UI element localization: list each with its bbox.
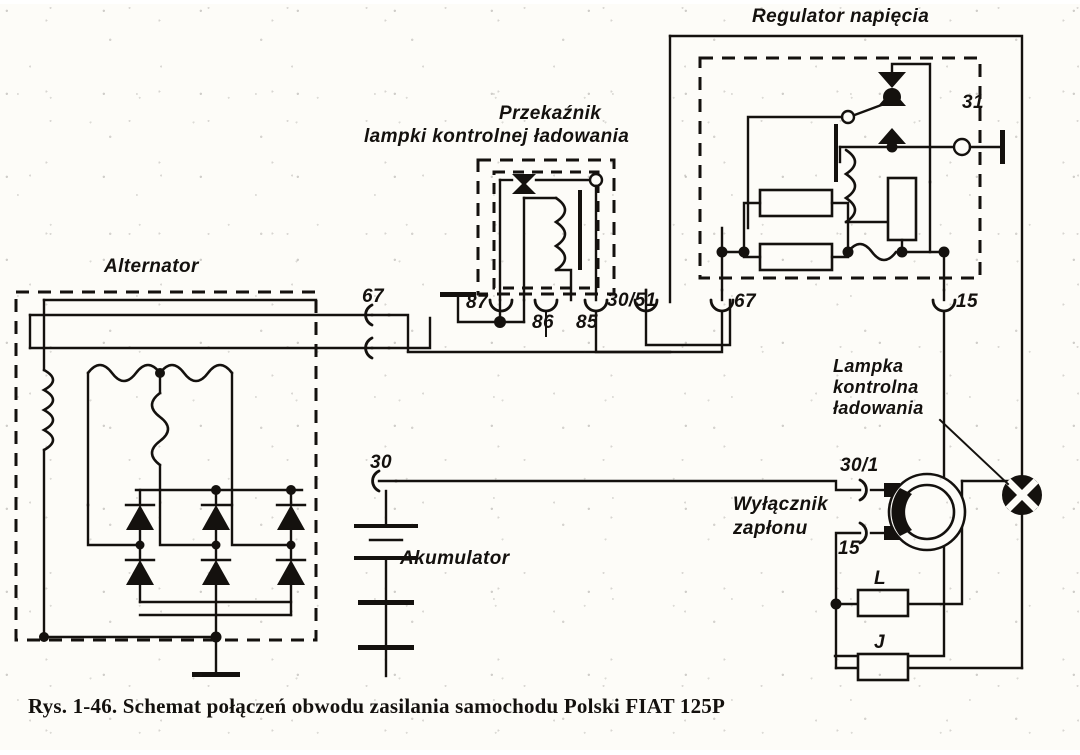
terminal-label-relay-85: 85 bbox=[576, 312, 598, 333]
stator-winding-2 bbox=[158, 363, 234, 383]
voltage-regulator-block bbox=[698, 56, 1005, 313]
resistor-J-body bbox=[856, 652, 910, 682]
terminal-label-relay-87: 87 bbox=[466, 292, 488, 313]
terminal-label-regulator-15: 15 bbox=[956, 291, 978, 312]
label-kontrolna: kontrolna bbox=[833, 377, 919, 397]
ballast-resistors bbox=[830, 588, 910, 682]
terminal-label-relay-30-51: 30/51 bbox=[607, 290, 657, 311]
component-label-J: J bbox=[874, 632, 885, 653]
rectifier-bridge bbox=[42, 488, 307, 677]
regulator-vertical-resistor bbox=[886, 176, 918, 242]
stator-winding-1 bbox=[86, 363, 162, 383]
stator-winding-3 bbox=[150, 391, 170, 467]
alternator-block bbox=[14, 290, 374, 677]
label-regulator-napiecia: Regulator napięcia bbox=[752, 6, 930, 27]
figure-caption: Rys. 1-46. Schemat połączeń obwodu zasil… bbox=[28, 694, 725, 718]
page-top-margin bbox=[0, 0, 1080, 4]
charge-warning-lamp bbox=[938, 418, 1042, 670]
relay-coil bbox=[553, 196, 567, 272]
page-bottom-margin bbox=[0, 750, 1080, 755]
label-lampka: Lampka bbox=[833, 356, 904, 376]
label-akumulator: Akumulator bbox=[400, 548, 510, 569]
regulator-coil bbox=[843, 148, 857, 224]
regulator-resistor-top bbox=[758, 188, 834, 218]
label-alternator: Alternator bbox=[104, 256, 199, 277]
regulator-series-coil bbox=[846, 242, 898, 262]
terminal-label-ignition-15: 15 bbox=[838, 538, 860, 559]
terminal-label-regulator-31: 31 bbox=[962, 92, 984, 113]
alternator-field-coil bbox=[41, 368, 55, 452]
terminal-label-ignition-30-1: 30/1 bbox=[840, 455, 879, 476]
terminal-label-regulator-67: 67 bbox=[734, 291, 756, 312]
resistor-L-body bbox=[856, 588, 910, 618]
label-ladowania: ładowania bbox=[833, 398, 924, 418]
terminal-label-alternator-67: 67 bbox=[362, 286, 384, 307]
label-przekaznik: Przekaźnik bbox=[499, 103, 602, 124]
component-label-L: L bbox=[874, 568, 887, 589]
ignition-switch-block bbox=[858, 472, 967, 552]
terminal-label-relay-86: 86 bbox=[532, 312, 554, 333]
charge-lamp-relay-block bbox=[440, 158, 732, 347]
alternator-terminal-67 bbox=[364, 303, 391, 360]
label-zaplonu: zapłonu bbox=[733, 518, 808, 539]
battery-block bbox=[354, 469, 418, 678]
terminal-label-alternator-30: 30 bbox=[370, 452, 392, 473]
label-lampki-kontrolnej-ladowania: lampki kontrolnej ładowania bbox=[364, 126, 630, 147]
interconnect-wires bbox=[387, 34, 1024, 670]
label-wylacznik: Wyłącznik bbox=[733, 494, 829, 515]
regulator-resistor-bottom bbox=[758, 242, 834, 272]
